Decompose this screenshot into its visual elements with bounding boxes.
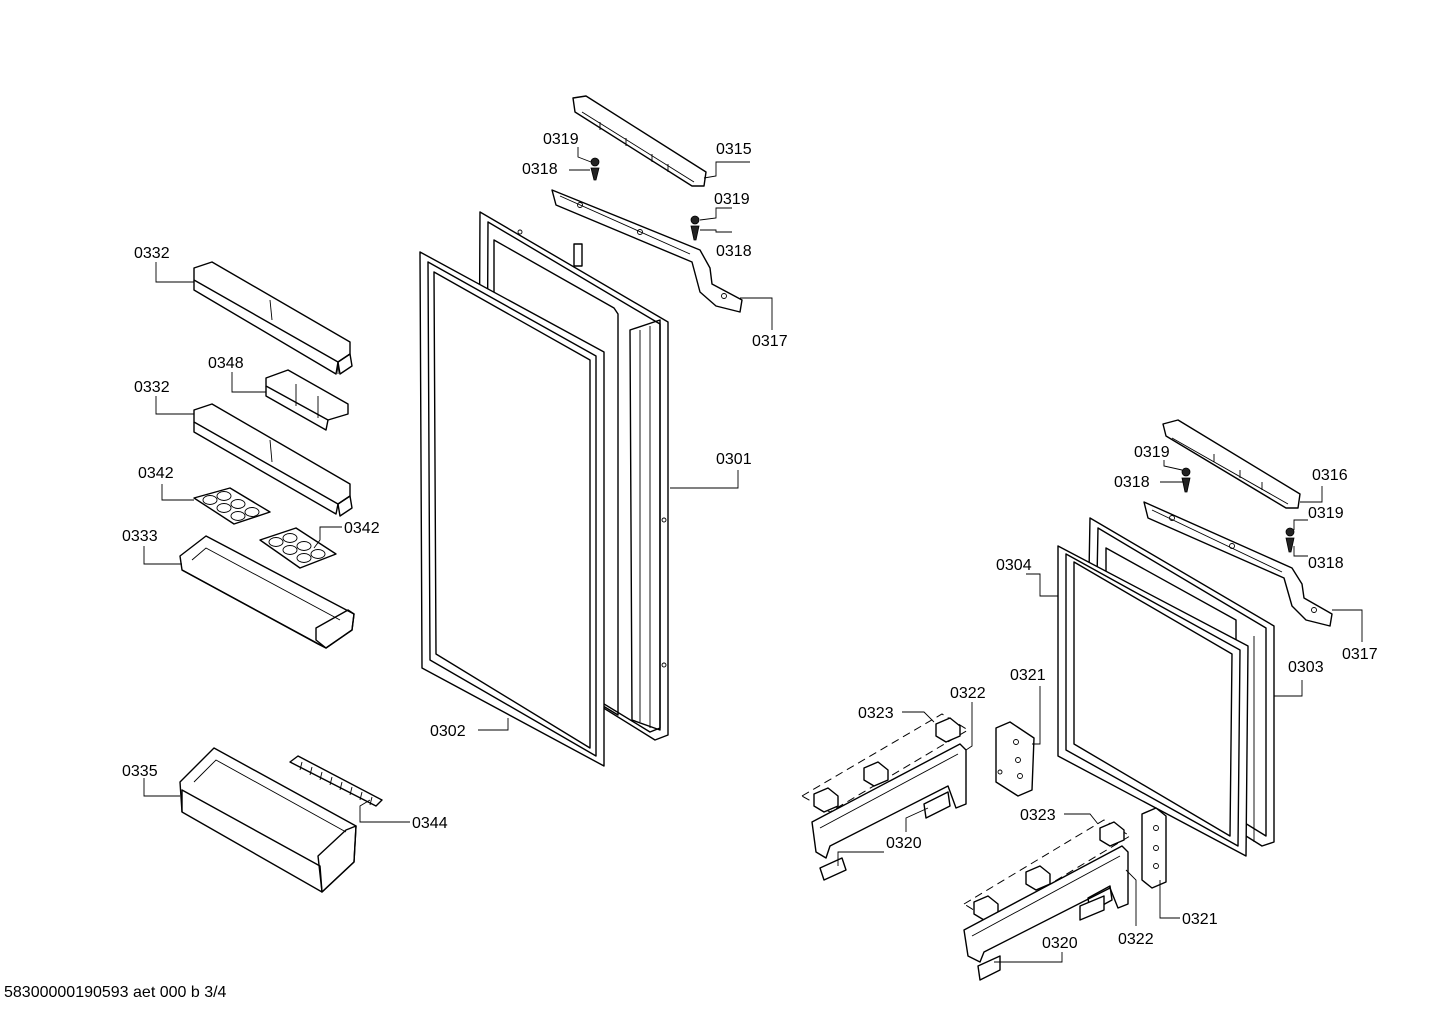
top-cover-0315 <box>572 95 707 187</box>
label-0319-d: 0319 <box>1308 505 1344 522</box>
label-0318-d: 0318 <box>1308 555 1344 572</box>
label-0332-a: 0332 <box>134 245 170 262</box>
hinge-plate-0320-a <box>819 857 847 881</box>
label-0301: 0301 <box>716 451 752 468</box>
label-0322-b: 0322 <box>1118 931 1154 948</box>
label-0318-b: 0318 <box>716 243 752 260</box>
hinge-plate-0321-b <box>1141 807 1167 889</box>
hinge-bracket-0317 <box>551 189 743 313</box>
shelf-0333 <box>179 535 355 649</box>
top-cover-0316 <box>1162 419 1301 509</box>
label-0335: 0335 <box>122 763 158 780</box>
screw-0318-0319-b <box>690 215 700 241</box>
label-0344: 0344 <box>412 815 448 832</box>
hinge-plate-0321-a <box>995 721 1035 797</box>
label-0317-a: 0317 <box>752 333 788 350</box>
label-0320-a: 0320 <box>886 835 922 852</box>
label-0323-a: 0323 <box>858 705 894 722</box>
label-0342-a: 0342 <box>138 465 174 482</box>
shelf-0332-lower <box>193 403 353 517</box>
shelf-0332-upper <box>193 261 353 375</box>
egg-rack-0348 <box>265 369 349 431</box>
screw-0318-0319-d <box>1285 527 1295 553</box>
egg-tray-0342-a <box>193 487 271 525</box>
label-0321-a: 0321 <box>1010 667 1046 684</box>
label-0319-a: 0319 <box>543 131 579 148</box>
egg-tray-0342-b <box>259 527 337 569</box>
door-seal-0304 <box>1057 545 1249 857</box>
door-seal-0302 <box>419 251 605 767</box>
hinge-0322-a <box>811 743 967 859</box>
hinge-cover-0323-a <box>801 713 969 813</box>
label-0322-a: 0322 <box>950 685 986 702</box>
label-0318-c: 0318 <box>1114 474 1150 491</box>
label-0318-a: 0318 <box>522 161 558 178</box>
screw-0318-0319-a <box>590 157 600 181</box>
label-0303: 0303 <box>1288 659 1324 676</box>
label-0323-b: 0323 <box>1020 807 1056 824</box>
screw-0318-0319-c <box>1181 467 1191 493</box>
bottle-shelf-0335 <box>179 747 357 893</box>
label-0302: 0302 <box>430 723 466 740</box>
label-0316: 0316 <box>1312 467 1348 484</box>
label-0321-b: 0321 <box>1182 911 1218 928</box>
footer-reference: 58300000190593 aet 000 b 3/4 <box>4 984 227 1001</box>
label-0348: 0348 <box>208 355 244 372</box>
label-0317-b: 0317 <box>1342 646 1378 663</box>
label-0332-b: 0332 <box>134 379 170 396</box>
label-0342-b: 0342 <box>344 520 380 537</box>
label-0319-b: 0319 <box>714 191 750 208</box>
hinge-bracket-0317-b <box>1143 501 1333 627</box>
label-0315: 0315 <box>716 141 752 158</box>
hinge-cover-0323-b <box>963 819 1131 921</box>
part-labels: 0315 0319 0318 0319 0318 0317 0332 0348 … <box>122 131 1378 952</box>
label-0319-c: 0319 <box>1134 444 1170 461</box>
label-0304: 0304 <box>996 557 1032 574</box>
bottle-retainer-0344 <box>289 755 383 807</box>
label-0333: 0333 <box>122 528 158 545</box>
leader-lines <box>143 147 1363 963</box>
label-0320-b: 0320 <box>1042 935 1078 952</box>
